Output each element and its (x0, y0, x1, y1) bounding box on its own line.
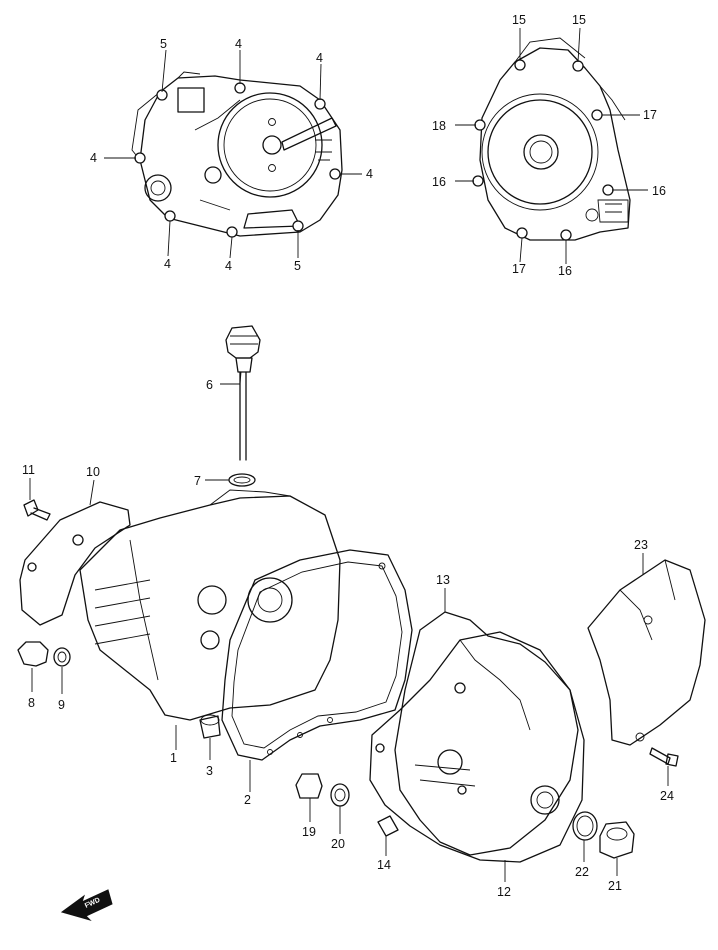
callout-4: 4 (164, 257, 171, 271)
callout-3: 3 (206, 764, 213, 778)
clutch-cover-drawing (131, 71, 343, 238)
crankcase-drawing (79, 489, 341, 739)
callout-1: 1 (170, 751, 177, 765)
callout-14: 14 (377, 858, 391, 872)
forward-direction-arrow: FWD (60, 889, 113, 922)
leader-lines (29, 27, 669, 882)
callout-4: 4 (225, 259, 232, 273)
callout-17: 17 (643, 108, 657, 122)
callout-16: 16 (652, 184, 666, 198)
callout-4: 4 (90, 151, 97, 165)
callout-8: 8 (28, 696, 35, 710)
magneto-gasket-drawing (394, 611, 579, 856)
callout-16: 16 (558, 264, 572, 278)
crankcase-gasket-drawing (221, 549, 413, 761)
callout-18: 18 (432, 119, 446, 133)
callout-19: 19 (302, 825, 316, 839)
callout-2: 2 (244, 793, 251, 807)
callout-10: 10 (86, 465, 100, 479)
callout-4: 4 (235, 37, 242, 51)
callout-22: 22 (575, 865, 589, 879)
callout-20: 20 (331, 837, 345, 851)
small-parts-right (572, 811, 635, 859)
callout-17: 17 (512, 262, 526, 276)
callout-5: 5 (294, 259, 301, 273)
callout-7: 7 (194, 474, 201, 488)
callout-4: 4 (366, 167, 373, 181)
magneto-cover-drawing (472, 37, 631, 241)
callout-15: 15 (572, 13, 586, 27)
sprocket-cover-drawing (587, 559, 706, 767)
cover-gasket-drawing (19, 501, 131, 626)
callout-9: 9 (58, 698, 65, 712)
callout-21: 21 (608, 879, 622, 893)
callout-16: 16 (432, 175, 446, 189)
callout-12: 12 (497, 885, 511, 899)
small-parts-center (295, 773, 399, 837)
callout-23: 23 (634, 538, 648, 552)
callout-numbers: 5 4 4 4 4 4 4 5 15 15 17 18 16 16 17 16 … (22, 13, 674, 899)
small-parts-left (17, 499, 71, 667)
oil-dipstick-drawing (225, 325, 261, 487)
callout-6: 6 (206, 378, 213, 392)
callout-15: 15 (512, 13, 526, 27)
callout-4: 4 (316, 51, 323, 65)
callout-24: 24 (660, 789, 674, 803)
magneto-cover-lower-drawing (369, 631, 585, 863)
callout-11: 11 (22, 463, 35, 477)
callout-5: 5 (160, 37, 167, 51)
callout-13: 13 (436, 573, 450, 587)
